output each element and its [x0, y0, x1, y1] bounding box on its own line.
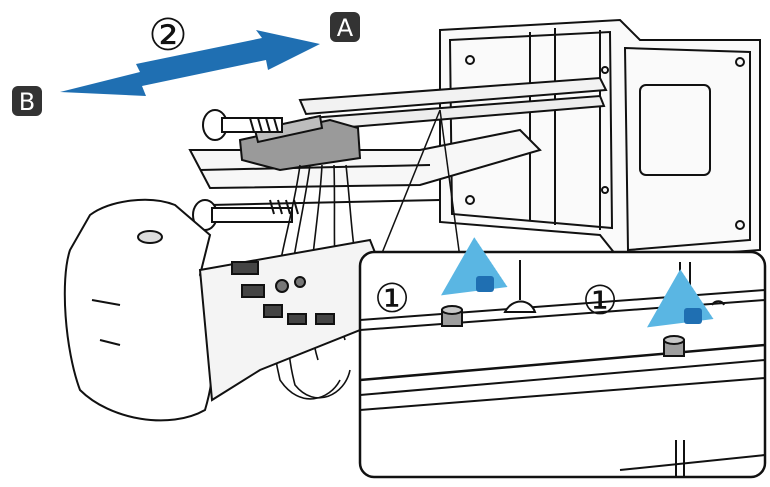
step-marker-move: ② — [148, 10, 187, 61]
step-marker-loosen-left: ① — [374, 276, 410, 322]
slide-rails — [188, 76, 608, 206]
projector — [63, 198, 392, 422]
cable-clamp — [238, 114, 362, 172]
wall-mount-plate — [439, 18, 761, 262]
zoom-callout-line — [379, 109, 461, 259]
rotation-arrow-left — [441, 237, 508, 296]
label-b-text: B — [19, 88, 35, 116]
adjustment-knob-upper — [202, 109, 283, 141]
direction-arrow — [60, 30, 320, 96]
direction-label-b: B — [12, 86, 42, 116]
inset-knob-right — [663, 335, 685, 357]
direction-label-a: A — [330, 12, 360, 42]
rotation-arrow-right — [647, 269, 714, 328]
inset-knob-left — [441, 305, 463, 327]
adjustment-knob-lower — [192, 199, 299, 231]
detail-inset: ① ① — [358, 237, 767, 479]
label-b-box — [12, 86, 42, 116]
label-a-box — [330, 12, 360, 42]
step-marker-loosen-right: ① — [582, 278, 618, 324]
label-a-text: A — [337, 14, 354, 42]
step-number-text: ② — [148, 10, 187, 61]
